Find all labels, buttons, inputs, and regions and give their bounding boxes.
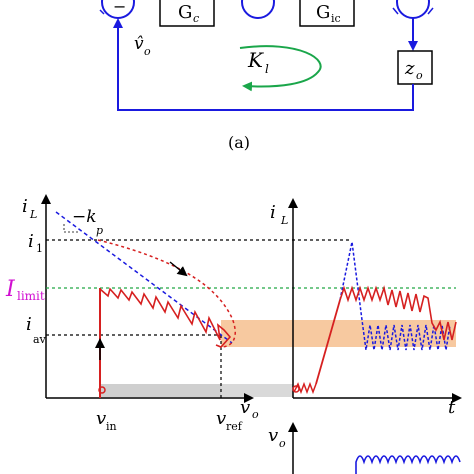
feedback-path	[113, 18, 414, 111]
iav-sub: av	[33, 333, 47, 346]
iav-label: i	[26, 314, 32, 335]
t0-marker	[292, 385, 300, 393]
i1-sub: 1	[36, 242, 43, 255]
caption-a: (a)	[228, 133, 250, 152]
sum-junction-2	[241, 0, 275, 19]
left-plot: i L v o i 1 I limit i av −k p v in v	[5, 194, 456, 433]
block-gic	[299, 0, 355, 27]
vref-sub: ref	[226, 420, 243, 433]
blue-overshoot	[339, 241, 451, 351]
left-x-axis-sub: o	[252, 408, 259, 421]
block-gc-sub: c	[193, 12, 199, 25]
i1-label: i	[28, 231, 34, 252]
sum-1-small-arrow	[99, 9, 105, 15]
vin-label: v	[96, 408, 106, 429]
kp-slope-line	[55, 211, 233, 344]
shade-gray-left	[101, 384, 221, 397]
sum-junction-3	[396, 0, 430, 19]
ramp-to-limit	[315, 299, 341, 385]
kp-slope-triangle	[63, 224, 78, 233]
kp-label: −k	[72, 207, 97, 227]
ilimit-sub: limit	[17, 289, 45, 303]
right-x-axis-label: t	[448, 397, 456, 418]
ripple-trace-left	[99, 287, 232, 348]
loop-gain-arrow	[239, 45, 322, 92]
right-plot: i L t	[270, 198, 462, 418]
vo-ripple-wave	[355, 455, 461, 474]
shade-orange	[221, 320, 456, 347]
sum-sign-minus: −	[113, 0, 126, 16]
block-zo-label: z	[404, 58, 415, 79]
vin-sub: in	[106, 420, 117, 433]
vo-hat-label: v̂	[134, 34, 144, 54]
kp-sub: p	[96, 224, 103, 237]
shade-gray-right	[221, 384, 293, 397]
block-zo	[397, 50, 433, 85]
vo-axis-sub: o	[279, 437, 286, 450]
left-y-axis-label: i	[22, 196, 28, 217]
vin-start-marker	[98, 386, 106, 394]
loop-gain-label: K	[247, 48, 264, 72]
left-x-axis-label: v	[240, 397, 250, 418]
left-y-axis-sub: L	[29, 208, 37, 221]
block-gic-label: G	[316, 2, 330, 23]
block-diagram: − G c G ic z o v̂ o K l	[99, 0, 434, 111]
loop-gain-sub: l	[265, 62, 269, 76]
startup-ripple	[293, 381, 317, 395]
sum-3-arrow-left	[392, 7, 399, 15]
right-y-axis-label: i	[270, 202, 276, 223]
trajectory-arrow	[169, 261, 188, 277]
block-gc	[159, 0, 215, 27]
block-gic-sub: ic	[331, 12, 341, 25]
right-y-axis-sub: L	[280, 214, 288, 227]
sum-3-arrow-right	[427, 7, 434, 15]
red-limit-ripple	[339, 285, 457, 341]
block-zo-sub: o	[416, 69, 423, 82]
vo-hat-sub: o	[144, 45, 151, 58]
block-gc-label: G	[178, 2, 192, 23]
vref-label: v	[216, 408, 226, 429]
vo-plot: v o	[268, 422, 461, 474]
red-dotted-trajectory	[97, 239, 236, 348]
vo-axis-label: v	[268, 425, 278, 446]
ilimit-label: I	[5, 277, 16, 302]
